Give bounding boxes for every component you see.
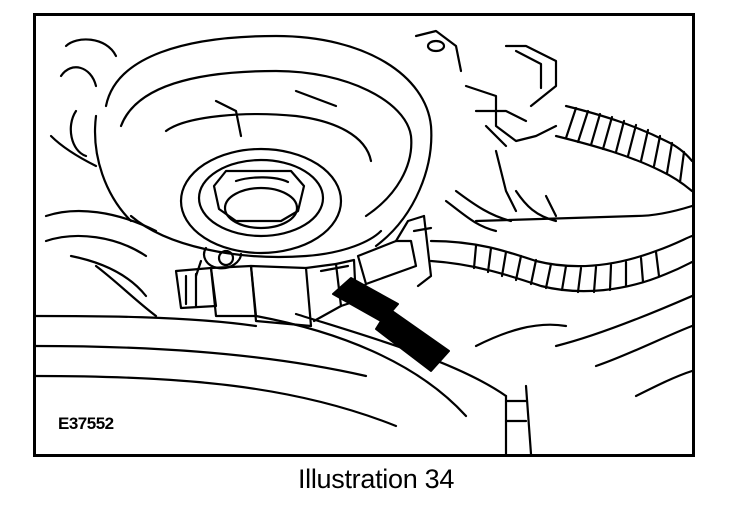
engine-background-lines xyxy=(36,38,692,454)
wiring-harness xyxy=(429,189,692,294)
pointer-arrow xyxy=(332,277,450,372)
pump-housing xyxy=(94,34,433,259)
center-bolt xyxy=(179,147,343,255)
corrugated-conduit xyxy=(554,104,692,193)
engine-line-drawing xyxy=(36,29,692,454)
illustration-frame: E37552 xyxy=(33,13,695,457)
upper-bracket xyxy=(414,29,558,223)
figure-code-label: E37552 xyxy=(58,414,114,433)
illustration-caption: Illustration 34 xyxy=(297,464,455,494)
